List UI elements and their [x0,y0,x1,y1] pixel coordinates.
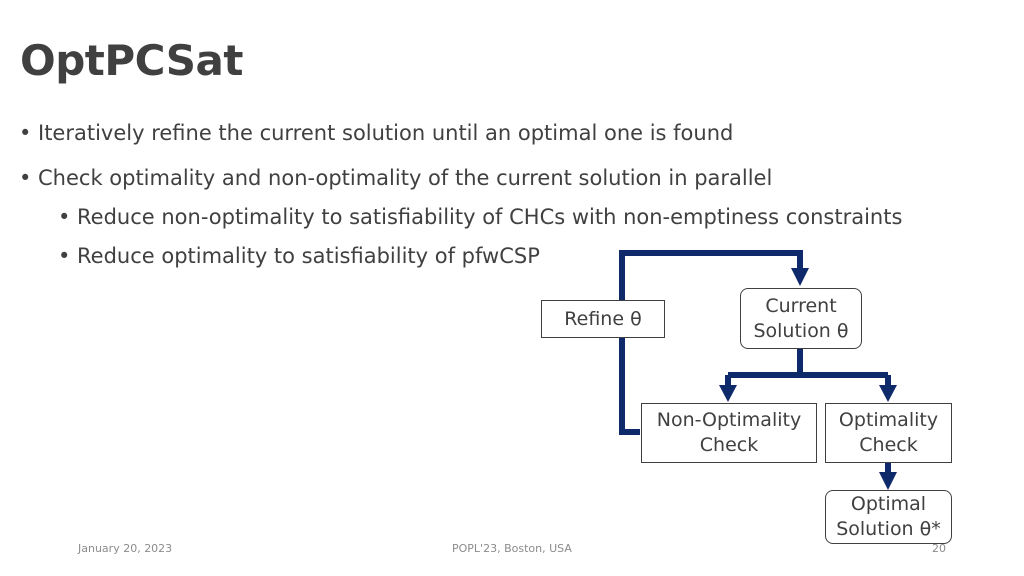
opt-label-line2: Check [859,434,918,456]
arrow-head [879,385,897,402]
optimal-label-line1: Optimal [850,493,927,515]
bullet-icon: • [58,244,71,268]
optimal-solution-box: Optimal Solution θ* [825,490,952,544]
current-solution-box: Current Solution θ [740,288,862,349]
bullet-text: Reduce non-optimality to satisfiability … [77,205,903,229]
arrow-head [791,268,809,286]
optimality-check-box: Optimality Check [825,403,952,463]
opt-label-line1: Optimality [838,409,939,431]
bullet-item: • Check optimality and non-optimality of… [19,166,773,190]
arrow-head [719,385,737,402]
bullet-icon: • [58,205,71,229]
bullet-text: Check optimality and non-optimality of t… [38,166,773,190]
bullet-icon: • [19,121,32,145]
bullet-text: Reduce optimality to satisfiability of p… [77,244,540,268]
optimal-label-line2: Solution θ* [836,518,941,540]
slide-title: OptPCSat [20,36,243,85]
nonopt-label-line2: Check [699,434,759,456]
bullet-icon: • [19,166,32,190]
arrow-head [879,472,897,490]
current-label-line1: Current [765,294,837,317]
bullet-text: Iteratively refine the current solution … [38,121,734,145]
non-optimality-check-box: Non-Optimality Check [641,403,817,463]
sub-bullet-item: • Reduce optimality to satisfiability of… [58,244,540,268]
sub-bullet-item: • Reduce non-optimality to satisfiabilit… [58,205,903,229]
current-label-line2: Solution θ [753,319,849,342]
refine-theta-box: Refine θ [541,300,665,338]
footer-venue: POPL'23, Boston, USA [452,542,572,555]
footer-page-number: 20 [932,542,946,555]
loop-arrow-line [619,250,803,435]
nonopt-label-line1: Non-Optimality [656,409,802,431]
bullet-item: • Iteratively refine the current solutio… [19,121,734,145]
refine-label: Refine θ [564,307,642,330]
footer-date: January 20, 2023 [78,542,173,555]
